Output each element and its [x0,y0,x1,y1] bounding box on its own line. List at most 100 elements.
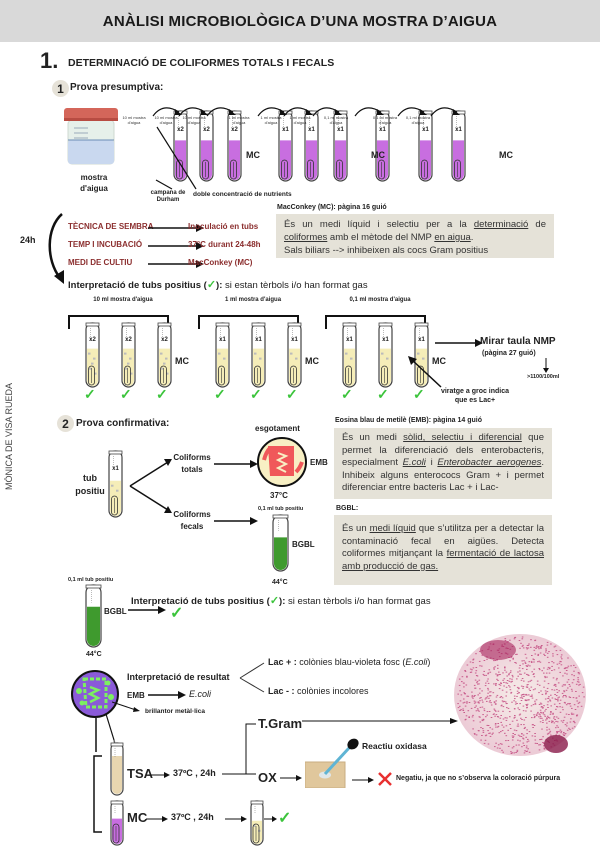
svg-text:x1: x1 [308,127,315,133]
bacterium-dot [537,646,540,648]
bacterium-dot [485,734,488,736]
bacterium-dot [544,655,546,656]
bacterium-dot [517,725,520,727]
bacterium-dot [549,699,551,701]
bacterium-dot [497,723,499,724]
step-value: 37°C durant 24-48h [188,240,261,249]
bacterium-dot [482,731,485,733]
bacterium-dot [558,734,561,736]
bacterium-dot [563,695,565,696]
bacterium-dot [551,697,554,699]
bacterium-dot [500,715,502,716]
bacterium-dot [574,667,577,669]
bacterium-dot [525,710,527,712]
check-icon: ✓ [341,386,353,402]
bacterium-dot [553,703,556,705]
bacterium-dot [536,743,538,744]
bacterium-dot [502,706,505,708]
group-bracket [198,314,300,335]
bacterium-dot [460,709,462,711]
group-label: 1 ml mostra d'aigua [224,297,282,303]
bacterium-dot [542,742,544,743]
metallic-label: brillantor metàl·lica [145,708,205,715]
bacterium-dot [555,720,557,722]
bacterium-dot [552,653,554,655]
bacterium-dot [561,706,564,708]
bacterium-dot [504,666,506,668]
bacterium-dot [545,719,547,721]
bacterium-dot [473,695,475,697]
bacterium-dot [504,732,506,734]
bacterium-dot [538,692,540,694]
bacterium-dot [529,665,531,667]
result-tube: x1 [414,322,429,393]
bacterium-dot [565,689,568,691]
bgbl2-label: BGBL [104,607,127,616]
bacterium-dot [505,695,507,697]
bacterium-dot [539,702,542,704]
bacterium-dot [520,700,523,701]
bacterium-dot [487,730,489,732]
bacterium-dot [567,657,569,659]
bacterium-dot [472,720,475,722]
bacterium-dot [569,697,572,698]
bacterium-dot [573,664,575,666]
bacterium-dot [543,705,545,707]
text: que permet la diferenciació dels enterob… [342,432,544,468]
bacterium-dot [562,733,565,735]
positive-tube: x1 [108,450,123,523]
bacterium-dot [526,707,528,709]
bacterium-dot [508,711,511,713]
bacterium-dot [509,716,511,718]
bacterium-dot [465,715,468,717]
bacterium-dot [547,683,550,685]
bacterium-dot [546,722,548,724]
test-tube-icon: x2 [199,110,214,182]
bacterium-dot [507,745,510,747]
bacterium-dot [527,699,530,701]
bacterium-dot [512,676,514,678]
bacterium-dot [469,668,472,670]
test-tube-icon: x1 [108,450,123,518]
bacterium-dot [522,737,524,739]
bacterium-dot [468,717,470,718]
bacterium-dot [534,688,536,690]
bacterium-dot [575,697,578,699]
bacterium-dot [488,711,491,712]
bacterium-dot [534,700,536,702]
bacterium-dot [520,679,523,681]
bacterium-dot [504,669,506,671]
bacterium-dot [556,721,559,723]
bacterium-dot [510,681,513,683]
bacterium-dot [559,729,562,731]
text: si estan tèrbols i/o han format gas [285,596,431,607]
bacterium-dot [522,687,524,689]
bacterium-dot [511,680,513,682]
bacterium-dot [520,724,522,726]
bacterium-dot [570,688,573,690]
bacterium-dot [499,674,501,675]
bacterium-dot [487,689,490,691]
result-tube: x1 [342,322,357,393]
bacterium-dot [483,742,486,744]
bacterium-dot [540,712,543,714]
bacterium-dot [513,752,515,754]
result-tube: x2 [121,322,136,393]
bacterium-dot [514,716,516,718]
arrow-icon [280,775,302,781]
bacterium-dot [474,672,477,674]
bacterium-dot [504,667,506,669]
bacterium-dot [479,706,482,708]
bracket-arrows [239,662,265,693]
bacterium-dot [534,716,536,718]
bacterium-dot [559,706,561,708]
bacterium-dot [521,746,523,748]
step-badge: 2 [57,415,74,432]
bacterium-dot [563,691,566,693]
bacterium-dot [544,677,547,679]
bacterium-dot [562,709,564,711]
text: . [470,232,474,243]
bacterium-dot [503,678,506,680]
mc-label: MC [246,150,260,160]
bacterium-dot [555,650,558,652]
